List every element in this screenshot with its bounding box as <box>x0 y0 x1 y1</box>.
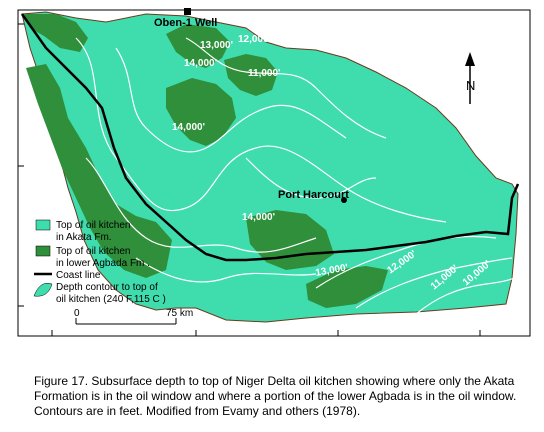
contour-line <box>355 257 513 309</box>
contour-label: 12,000' <box>238 34 271 45</box>
contour-line <box>245 157 377 199</box>
contour-label: 11,000' <box>248 68 280 79</box>
figure-caption: Figure 17. Subsurface depth to top of Ni… <box>34 374 517 418</box>
contour-label: 14,000' <box>172 122 205 133</box>
agbada-region-west <box>26 64 172 278</box>
depth-contours <box>75 37 515 315</box>
contour-label: 14,000' <box>184 58 217 69</box>
north-arrow-head <box>465 52 475 66</box>
legend-coast: Coast line <box>56 270 101 281</box>
legend-agbada-line2: in lower Agbada Fm . <box>56 258 150 269</box>
port-harcourt-marker <box>341 197 347 203</box>
oben-well-marker <box>184 8 191 15</box>
coast-line <box>20 13 520 262</box>
contour-line <box>135 257 317 283</box>
legend-swatch-contour <box>33 283 53 297</box>
legend-akata-line2: in Akata Fm. <box>56 232 112 243</box>
legend-swatch-akata <box>35 219 51 231</box>
north-label: N <box>466 78 475 93</box>
legend-contour-line2: oil kitchen (240 F,115 C ) <box>56 294 166 305</box>
legend-agbada-line1: Top of oil kitchen <box>56 246 131 257</box>
agbada-region-northeast <box>224 54 278 96</box>
map-figure: 5 6 7 8 6 5 4 Oben-1 Well Port Harcourt … <box>8 8 532 353</box>
contour-line <box>185 37 387 139</box>
legend-akata-line1: Top of oil kitchen <box>56 220 131 231</box>
north-arrow: N <box>465 52 475 104</box>
legend: Top of oil kitchen in Akata Fm. Top of o… <box>33 219 193 325</box>
agbada-region-center <box>166 78 236 146</box>
legend-contour-line1: Depth contour to top of <box>56 282 158 293</box>
contour-label: 14,000' <box>242 212 275 223</box>
contour-line <box>315 235 497 289</box>
contour-line <box>75 37 447 223</box>
port-harcourt-label: Port Harcourt <box>278 189 349 201</box>
scale-start: 0 <box>74 308 80 319</box>
contour-line <box>115 47 347 153</box>
scale-end: 75 km <box>166 308 193 319</box>
agbada-region-southeast <box>306 266 388 308</box>
contour-line <box>85 157 317 253</box>
legend-swatch-agbada <box>35 245 51 257</box>
oben-well-label: Oben-1 Well <box>154 17 217 29</box>
map-svg: 5 6 7 8 6 5 4 Oben-1 Well Port Harcourt … <box>8 8 531 353</box>
contour-label: 13,000' <box>200 40 233 51</box>
contour-line <box>415 277 515 315</box>
agbada-region-northwest <box>24 14 88 52</box>
agbada-region-south <box>246 210 334 270</box>
